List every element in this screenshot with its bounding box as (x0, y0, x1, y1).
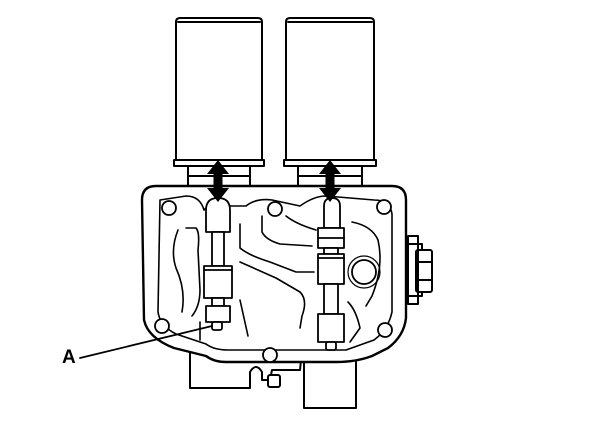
internal-passages (172, 215, 381, 343)
left-spool-valve (203, 197, 233, 331)
right-solenoid (283, 17, 377, 187)
bolt-holes (154, 199, 393, 363)
left-double-arrow-icon (207, 160, 229, 202)
left-solenoid (173, 17, 265, 187)
callout-a-leader (79, 325, 213, 359)
callout-label-a: A (62, 347, 76, 368)
right-double-arrow-icon (319, 160, 341, 202)
